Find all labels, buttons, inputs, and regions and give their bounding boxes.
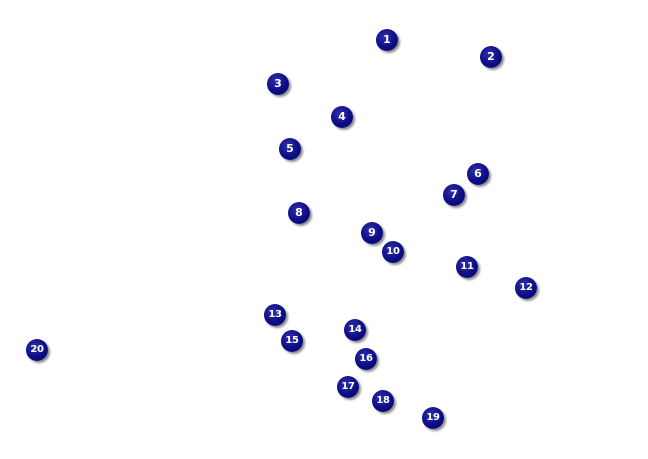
dot-12[interactable]: 12: [515, 277, 537, 299]
dot-17[interactable]: 17: [337, 376, 359, 398]
dot-8[interactable]: 8: [288, 202, 310, 224]
dot-18[interactable]: 18: [372, 390, 394, 412]
dot-15[interactable]: 15: [281, 330, 303, 352]
dot-7[interactable]: 7: [443, 184, 465, 206]
dot-5[interactable]: 5: [279, 138, 301, 160]
dot-16[interactable]: 16: [355, 348, 377, 370]
dot-2[interactable]: 2: [480, 46, 502, 68]
dot-20[interactable]: 20: [26, 339, 48, 361]
dot-13[interactable]: 13: [264, 304, 286, 326]
dot-9[interactable]: 9: [361, 222, 383, 244]
dot-14[interactable]: 14: [344, 319, 366, 341]
dot-1[interactable]: 1: [376, 29, 398, 51]
dot-6[interactable]: 6: [467, 163, 489, 185]
dot-4[interactable]: 4: [331, 106, 353, 128]
dot-3[interactable]: 3: [267, 73, 289, 95]
dot-11[interactable]: 11: [456, 256, 478, 278]
dot-19[interactable]: 19: [422, 407, 444, 429]
dot-10[interactable]: 10: [382, 241, 404, 263]
